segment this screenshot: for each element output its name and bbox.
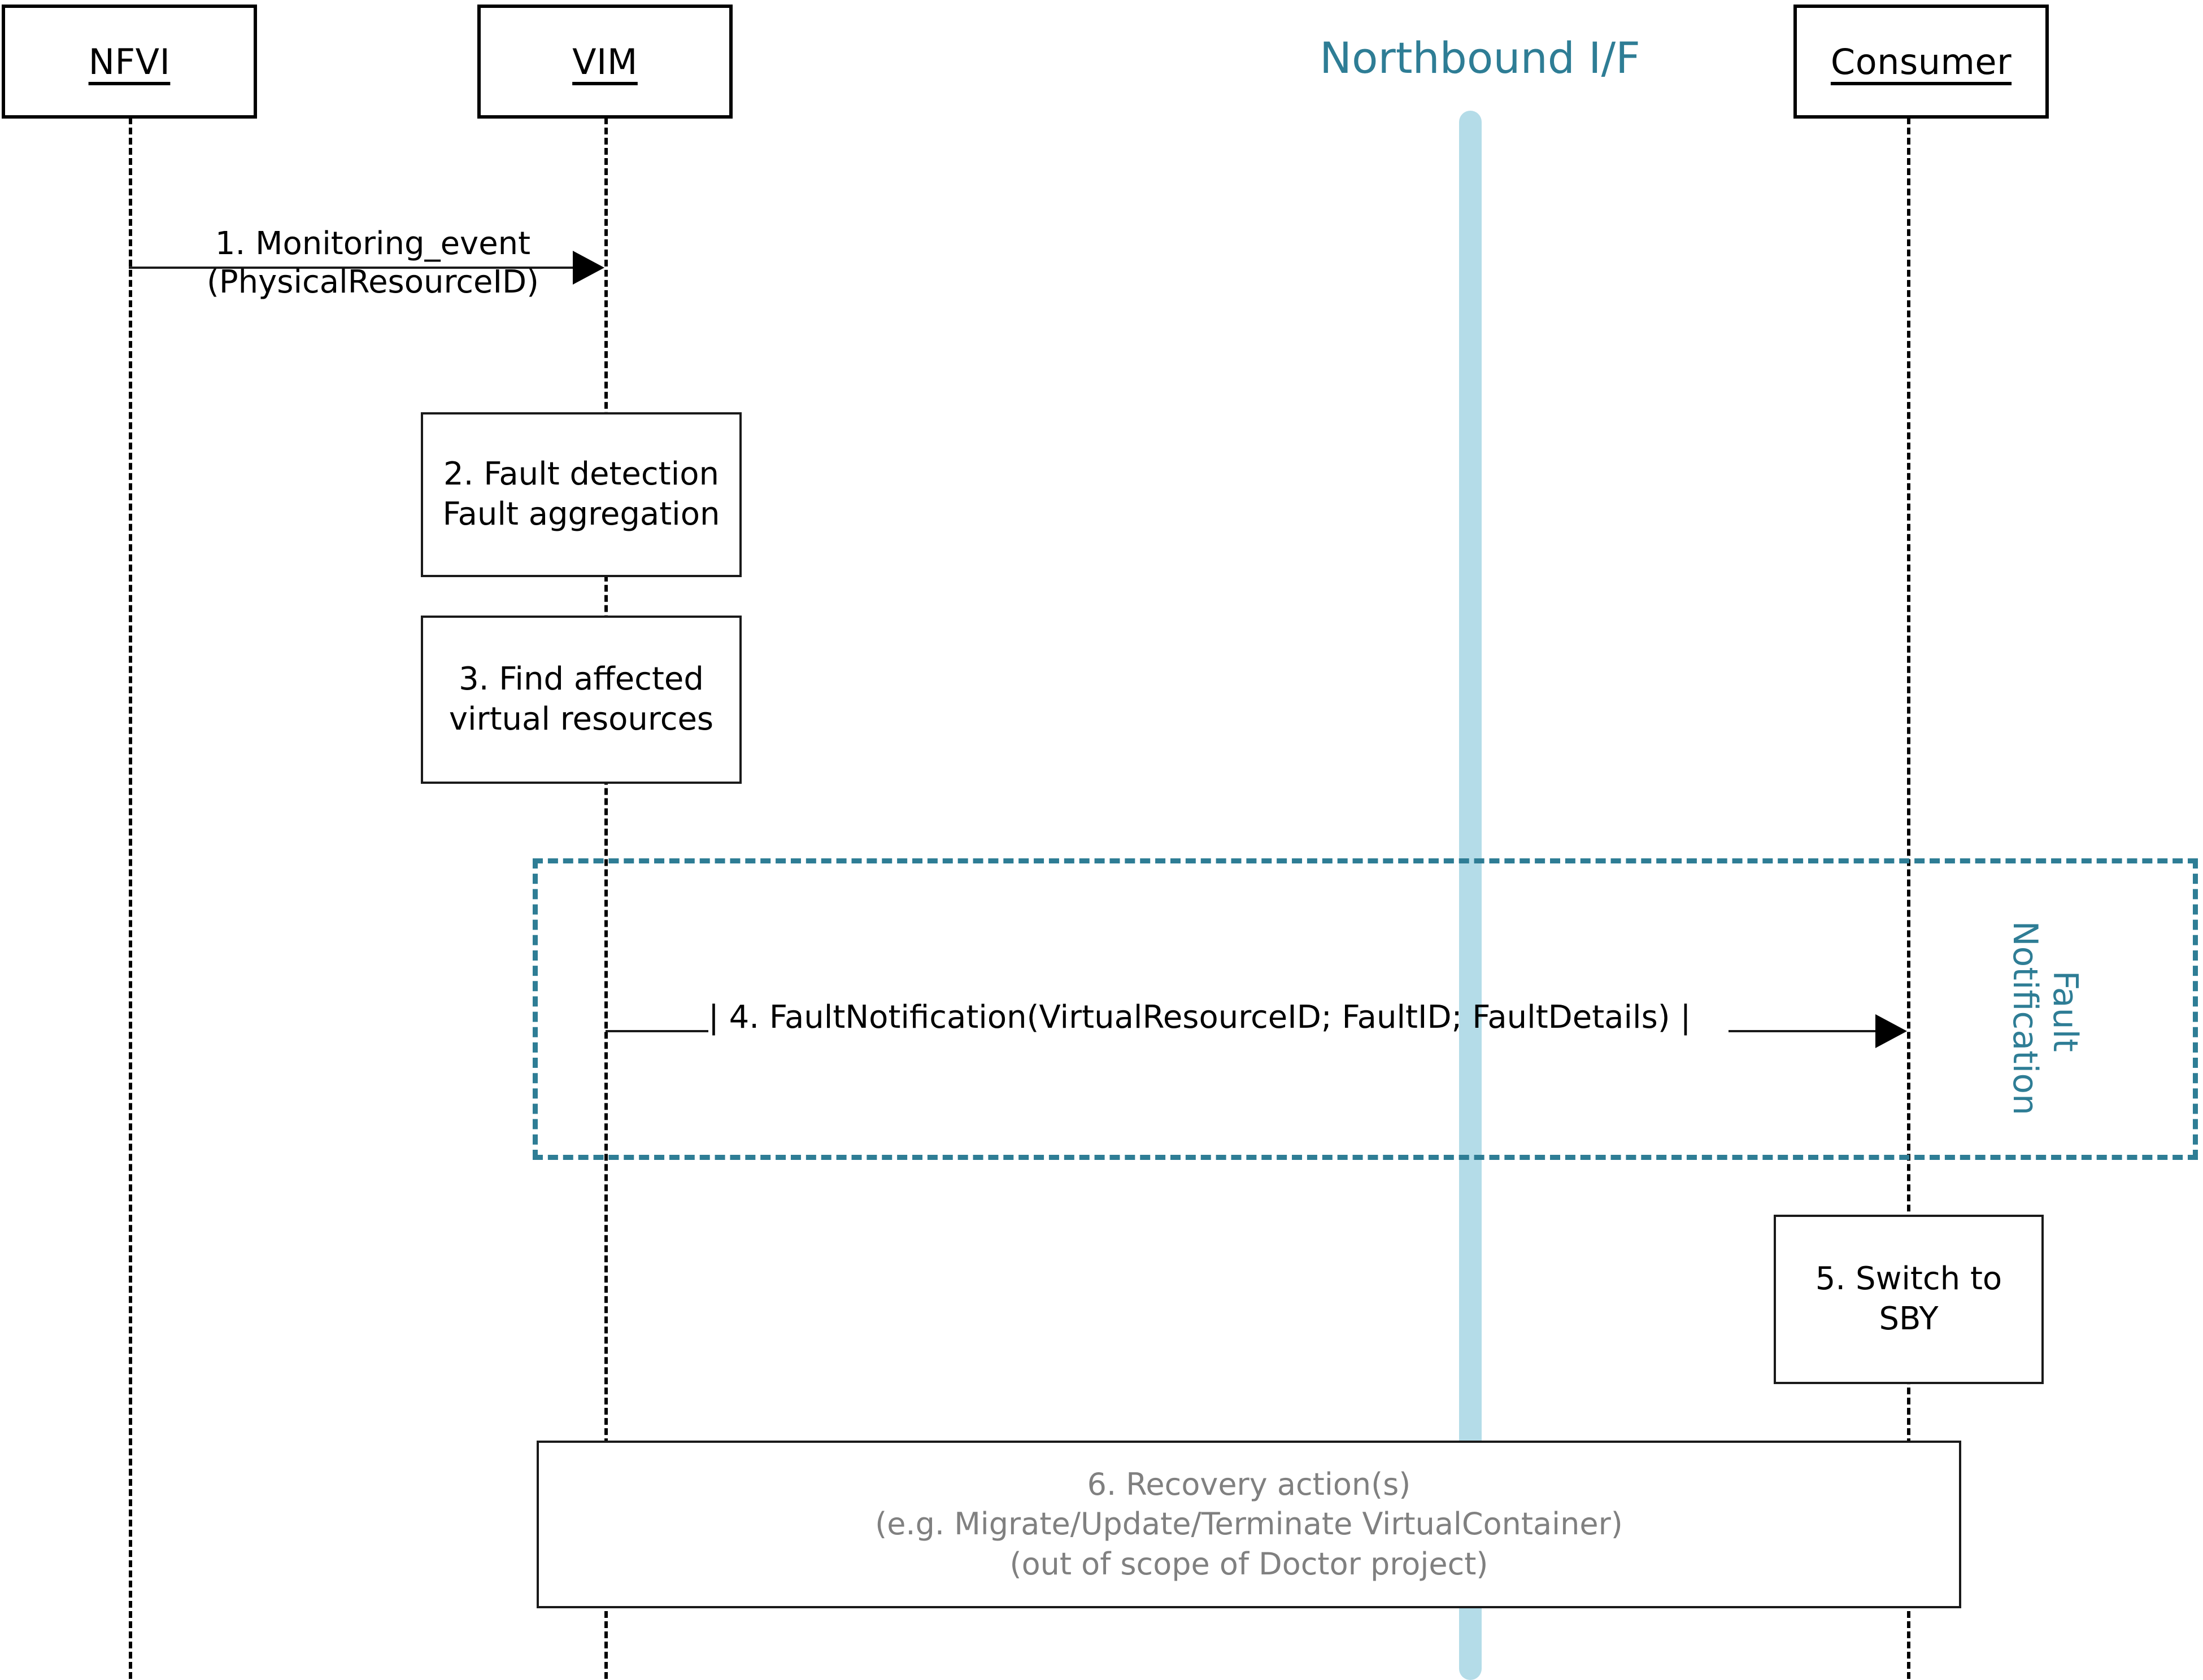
message-1-line: [129, 267, 575, 269]
lifeline-consumer: [1907, 117, 1910, 1679]
northbound-interface-bar: [1459, 111, 1482, 1680]
message-4-line-left: [606, 1030, 708, 1032]
message-1-label-line2: (PhysicalResourceID): [207, 264, 539, 301]
action-box-5-line2: SBY: [1879, 1301, 1939, 1337]
action-box-6-line2: (e.g. Migrate/Update/Terminate VirtualCo…: [875, 1506, 1623, 1542]
message-1-label-line1: 1. Monitoring_event: [215, 225, 531, 262]
lifeline-vim: [604, 117, 608, 1679]
participant-box-vim[interactable]: VIM: [477, 5, 733, 119]
participant-label-nfvi: NFVI: [88, 41, 171, 82]
action-box-5-switch-to-sby[interactable]: 5. Switch to SBY: [1774, 1215, 2044, 1384]
participant-label-consumer: Consumer: [1830, 41, 2012, 82]
action-box-2-line1: 2. Fault detection: [443, 456, 719, 493]
message-4-label: | 4. FaultNotification(VirtualResourceID…: [708, 999, 1691, 1036]
message-1-label: 1. Monitoring_event (PhysicalResourceID): [207, 225, 539, 302]
action-box-2-fault-detection[interactable]: 2. Fault detection Fault aggregation: [421, 412, 742, 577]
action-box-6-recovery-actions[interactable]: 6. Recovery action(s) (e.g. Migrate/Upda…: [537, 1441, 1961, 1608]
participant-box-nfvi[interactable]: NFVI: [2, 5, 257, 119]
lifeline-nfvi: [129, 117, 132, 1679]
fault-notification-fragment-label: Fault Notification: [2005, 920, 2085, 1116]
action-box-3-line1: 3. Find affected: [459, 661, 704, 698]
message-4-arrowhead: [1875, 1014, 1907, 1048]
participant-box-consumer[interactable]: Consumer: [1793, 5, 2049, 119]
action-box-6-line1: 6. Recovery action(s): [1087, 1467, 1411, 1503]
action-box-3-find-affected-resources[interactable]: 3. Find affected virtual resources: [421, 616, 742, 784]
message-1-arrowhead: [573, 251, 604, 285]
action-box-6-line3: (out of scope of Doctor project): [1009, 1546, 1488, 1582]
action-box-3-line2: virtual resources: [449, 701, 714, 738]
fault-notification-fragment: [533, 858, 2198, 1160]
action-box-2-line2: Fault aggregation: [442, 496, 720, 533]
message-4-line-right: [1729, 1030, 1877, 1032]
fragment-label-line1: Fault: [2045, 970, 2085, 1052]
participant-label-vim: VIM: [572, 41, 638, 82]
northbound-interface-title: Northbound I/F: [1320, 33, 1640, 83]
action-box-5-line1: 5. Switch to: [1815, 1260, 2002, 1298]
fragment-label-line2: Notification: [2005, 920, 2045, 1116]
